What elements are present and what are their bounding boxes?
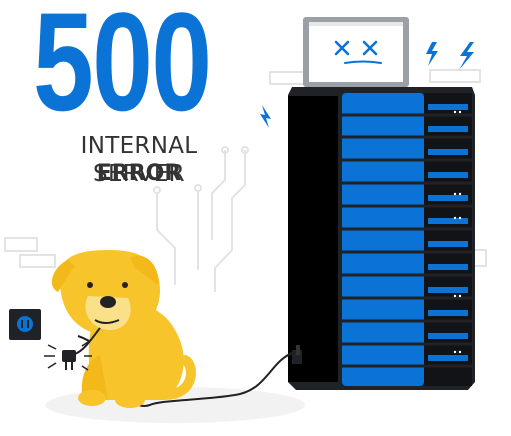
dog-illustration bbox=[51, 250, 196, 408]
lightning-icon bbox=[260, 105, 271, 128]
lightning-icon bbox=[459, 42, 474, 70]
server-rack-icon bbox=[288, 87, 475, 390]
wall-socket-icon bbox=[9, 309, 41, 340]
lightning-icon bbox=[426, 42, 438, 66]
error-title-line1: INTERNAL SERVER bbox=[80, 133, 198, 187]
monitor-x-eyes-icon bbox=[303, 17, 409, 87]
error-code: 500 bbox=[33, 0, 212, 140]
error-title-line2: ERROR bbox=[96, 161, 182, 186]
power-plug-icon bbox=[44, 327, 101, 371]
